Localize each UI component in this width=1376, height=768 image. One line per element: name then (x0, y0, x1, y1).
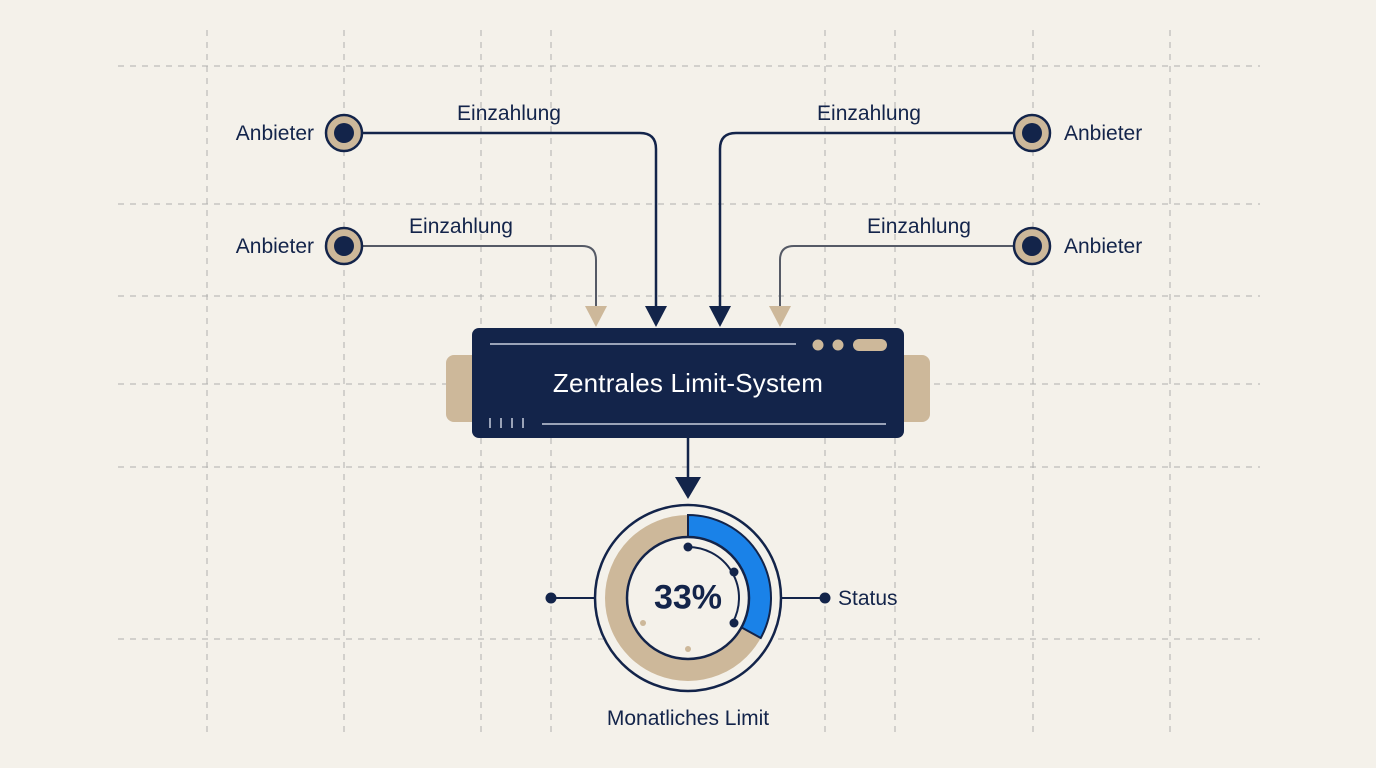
gauge-status-connector (781, 592, 831, 604)
connector-upper-left (362, 245, 597, 306)
provider-label-upper-left: Anbieter (235, 235, 314, 258)
arrow-top-right (709, 306, 731, 327)
provider-node-top-right (1012, 113, 1052, 153)
provider-node-upper-left (324, 226, 364, 266)
system-box (446, 328, 930, 438)
provider-label-top-left: Anbieter (235, 122, 314, 145)
arrow-upper-right (769, 306, 791, 327)
arrow-top-left (645, 306, 667, 327)
provider-label-top-right: Anbieter (1064, 122, 1143, 145)
flow-label-top-left: Einzahlung (457, 102, 561, 125)
gauge-progress-outline (687, 513, 772, 640)
gauge-caption: Monatliches Limit (606, 707, 770, 730)
arrow-upper-left (585, 306, 607, 327)
status-label: Status (838, 587, 898, 610)
connector-top-left (362, 131, 658, 306)
provider-node-upper-right (1012, 226, 1052, 266)
gauge-left-connector (545, 592, 595, 604)
flow-label-top-right: Einzahlung (817, 102, 921, 125)
limit-gauge (593, 503, 783, 693)
gauge-value-label: 33% (653, 578, 723, 617)
flow-label-upper-left: Einzahlung (409, 215, 513, 238)
system-title: Zentrales Limit-System (552, 367, 824, 398)
provider-label-upper-right: Anbieter (1064, 235, 1143, 258)
connector-upper-right (779, 245, 1014, 306)
arrow-system-to-gauge (675, 477, 701, 499)
provider-node-top-left (324, 113, 364, 153)
connector-top-right (718, 131, 1014, 306)
flow-label-upper-right: Einzahlung (867, 215, 971, 238)
gauge-progress-arc (687, 515, 771, 638)
